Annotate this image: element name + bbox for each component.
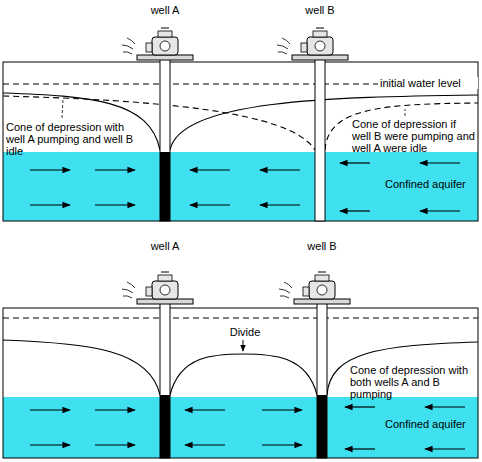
- flow-arrows: [30, 407, 465, 449]
- text-label: well B: [300, 4, 340, 16]
- aquifer-band: Confined aquifer: [3, 152, 478, 221]
- well-screen: [160, 152, 170, 221]
- well-pipe: [317, 300, 327, 458]
- text-label: well B: [302, 240, 342, 252]
- text-label: Cone of depression if well B were pumpin…: [352, 118, 476, 154]
- pump: [277, 28, 348, 60]
- well-screen: [317, 395, 327, 458]
- leader-line: [62, 99, 63, 118]
- aquifer-band: [3, 397, 478, 458]
- leader-line: [405, 109, 406, 116]
- initial-water-level: [3, 318, 478, 319]
- pump: [122, 28, 193, 60]
- text-label: initial water level: [378, 77, 478, 89]
- aquifer-label: Confined aquifer: [385, 178, 466, 190]
- text-label: Cone of depression with both wells A and…: [350, 364, 477, 400]
- aquifer-label: Confined aquifer: [385, 418, 466, 430]
- cone-both: [3, 340, 160, 395]
- text-label: Cone of depression with well A pumping a…: [6, 121, 136, 157]
- well-screen: [160, 395, 170, 458]
- pump: [279, 272, 350, 304]
- ground-block: [3, 308, 478, 458]
- divide-pointer: [243, 340, 244, 351]
- aquifer-band: Confined aquifer: [3, 397, 478, 458]
- text-label: well A: [145, 4, 185, 16]
- well-pipe: [160, 300, 170, 458]
- text-label: Divide: [213, 326, 277, 338]
- well-pipe: [315, 58, 325, 221]
- aquifer-band: [3, 152, 478, 221]
- pump: [122, 272, 193, 304]
- ground-block: [3, 62, 478, 221]
- well-pipe: [160, 58, 170, 221]
- cone-both: [170, 354, 317, 395]
- text-label: well A: [145, 240, 185, 252]
